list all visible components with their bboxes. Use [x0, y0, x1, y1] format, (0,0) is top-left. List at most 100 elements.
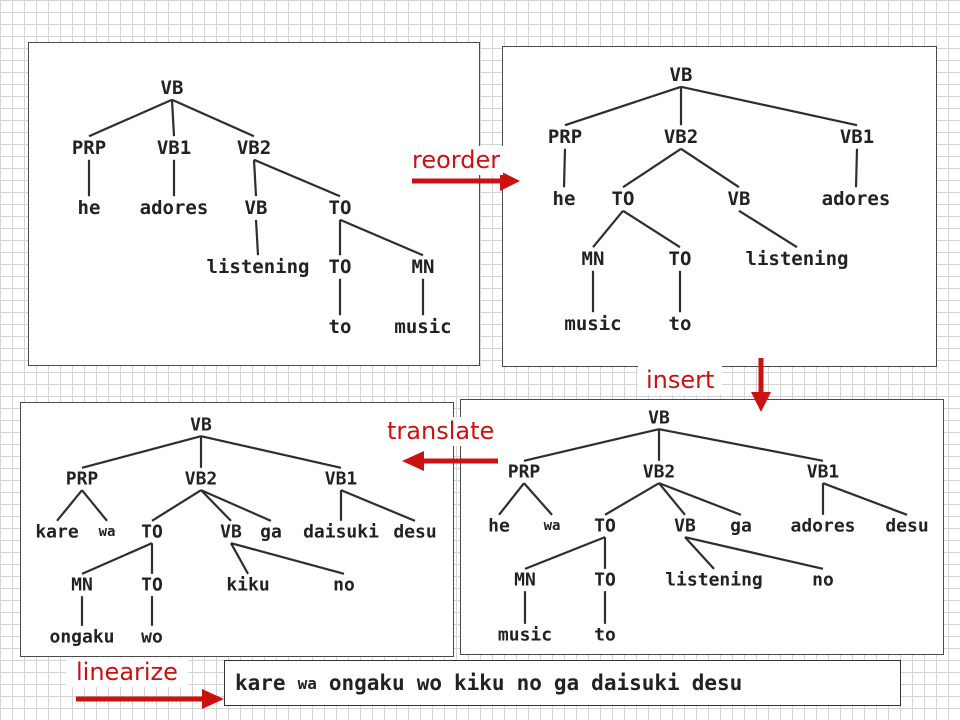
tree-edge [604, 482, 660, 516]
tree-node-to-w: to [329, 316, 352, 338]
tree-node-vb: VB [161, 77, 184, 99]
tree-edge [339, 218, 424, 257]
tree-node-adores: adores [822, 188, 891, 210]
tree-edge [684, 536, 715, 570]
tree-edge [738, 209, 798, 249]
tree-edge [230, 542, 249, 575]
translate-arrow [402, 451, 498, 471]
tree-edge [200, 435, 342, 469]
sentence-word: daisuki [591, 671, 680, 695]
tree-edge [81, 489, 108, 522]
translate-label: translate [384, 417, 498, 446]
tree-node-to-c: TO [612, 188, 635, 210]
tree-node-to-c: TO [329, 197, 352, 219]
tree-node-prp: PRP [72, 137, 106, 159]
tree-edge [564, 85, 682, 127]
tree-node-daisuki: daisuki [303, 522, 379, 543]
tree-node-wa: wa [544, 518, 561, 534]
tree-node-vb1: VB1 [840, 126, 874, 148]
tree-edge [498, 482, 525, 516]
insert-label: insert [638, 366, 723, 395]
tree-node-music: music [394, 316, 451, 338]
tree-node-vb1: VB1 [325, 469, 358, 490]
tree-edge [81, 542, 153, 575]
tree-node-he: he [78, 197, 101, 219]
tree-node-vb-c: VB [245, 197, 268, 219]
tree-node-wa: wa [99, 524, 116, 540]
tree-edge [81, 435, 202, 469]
tree-edge [622, 209, 681, 249]
tree-edge [253, 158, 341, 198]
tree-node-vb2: VB2 [237, 137, 271, 159]
tree-node-to-c: TO [594, 516, 616, 537]
tree-node-desu: desu [393, 522, 436, 543]
tree-edge [854, 148, 859, 188]
tree-node-no: no [812, 570, 834, 591]
linearize-label: linearize [66, 658, 188, 687]
tree-node-vb-c: VB [728, 188, 751, 210]
tree-edge [230, 542, 345, 575]
tree-node-to-c: TO [141, 522, 163, 543]
tree-node-adores: adores [140, 197, 209, 219]
linearized-sentence: kare wa ongaku wo kiku no ga daisuki des… [224, 660, 901, 706]
tree-edge [658, 482, 742, 516]
tree-edge [340, 489, 416, 522]
linearize-arrow [76, 689, 224, 709]
tree-node-to-to: TO [329, 256, 352, 278]
tree-node-ga: ga [730, 516, 752, 537]
tree-edge [822, 482, 908, 516]
tree-node-vb: VB [648, 408, 670, 429]
reorder-label: reorder [409, 146, 504, 175]
sentence-word: no [516, 671, 542, 695]
tree-node-mn: MN [514, 570, 536, 591]
tree-node-vb2: VB2 [643, 462, 676, 483]
tree-node-mn: MN [412, 256, 435, 278]
tree-node-kiku: kiku [226, 575, 269, 596]
tree-node-prp: PRP [66, 469, 99, 490]
tree-node-vb: VB [670, 64, 693, 86]
tree-edge [523, 428, 660, 462]
tree-edge [680, 85, 858, 127]
tree-edge [658, 482, 686, 516]
tree-node-music: music [564, 313, 621, 335]
sentence-word: wo [416, 671, 442, 695]
tree-edge [658, 428, 824, 462]
tree-node-to-to: TO [594, 570, 616, 591]
tree-node-kare: kare [35, 522, 79, 543]
sentence-word: wa [297, 673, 317, 693]
tree-node-ongaku: ongaku [49, 627, 114, 648]
tree-edge [151, 489, 202, 522]
tree-node-vb-c: VB [220, 522, 242, 543]
tree-node-vb2: VB2 [664, 126, 698, 148]
tree-edge [622, 147, 682, 189]
tree-node-wo: wo [141, 627, 163, 648]
tree-edge [684, 536, 824, 570]
tree-edge [56, 489, 83, 522]
tree-node-vb2: VB2 [185, 469, 218, 490]
tree-edge [252, 159, 258, 197]
tree-node-mn: MN [582, 248, 605, 270]
tree-node-vb: VB [190, 415, 212, 436]
tree-node-he: he [488, 516, 510, 537]
tree-edge [680, 147, 740, 189]
tree-node-mn: MN [71, 575, 93, 596]
tree-node-prp: PRP [548, 126, 582, 148]
tree-edge [592, 210, 624, 248]
sentence-word: kiku [454, 671, 505, 695]
tree-node-vb-c: VB [674, 516, 696, 537]
sentence-word: kare [235, 671, 286, 695]
tree-edge [254, 219, 260, 256]
tree-edge [523, 482, 553, 516]
tree-edge [88, 98, 173, 138]
tree-node-prp: PRP [508, 462, 541, 483]
tree-node-adores: adores [790, 516, 855, 537]
sentence-word: desu [691, 671, 743, 695]
tree-node-to-to: TO [141, 575, 163, 596]
insert-arrow [751, 358, 771, 412]
